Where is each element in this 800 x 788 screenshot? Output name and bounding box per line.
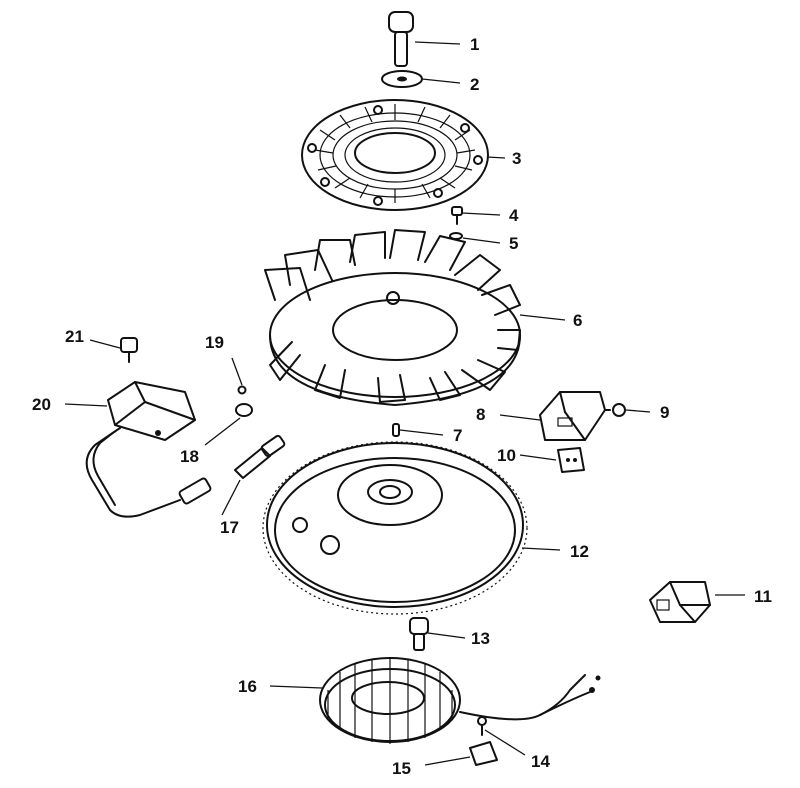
callout-17: 17 [220, 518, 239, 537]
callout-10: 10 [497, 446, 516, 465]
callout-5: 5 [509, 234, 518, 253]
part-clamp [235, 403, 253, 417]
part-fan [264, 229, 521, 406]
callout-8: 8 [476, 405, 485, 424]
callout-15: 15 [392, 759, 411, 778]
leader-lines [64, 41, 745, 766]
part-flywheel [262, 441, 528, 615]
part-clip [469, 741, 498, 766]
part-screw-module [605, 403, 626, 417]
callout-19: 19 [205, 333, 224, 352]
part-key [392, 423, 400, 437]
callout-1: 1 [470, 35, 479, 54]
part-stator-screw [477, 716, 487, 736]
callout-12: 12 [570, 542, 589, 561]
part-terminal [234, 434, 286, 479]
part-coil-bolt [120, 337, 138, 363]
part-stator [319, 657, 601, 744]
callout-13: 13 [471, 629, 490, 648]
callout-2: 2 [470, 75, 479, 94]
part-screen [301, 99, 489, 211]
part-rectifier [649, 581, 711, 623]
callout-11: 11 [754, 587, 772, 606]
part-bracket [557, 447, 585, 473]
callout-21: 21 [65, 327, 84, 346]
callout-20: 20 [32, 395, 51, 414]
callout-14: 14 [531, 752, 550, 771]
callout-7: 7 [453, 426, 462, 445]
part-ignition-coil [85, 381, 212, 518]
part-flywheel-bolt [409, 617, 429, 651]
callout-4: 4 [509, 206, 519, 225]
callout-9: 9 [660, 403, 669, 422]
part-module [539, 391, 606, 441]
part-washer [381, 70, 423, 88]
part-bolt [388, 11, 414, 67]
part-clamp-screw [237, 385, 247, 395]
callout-16: 16 [238, 677, 257, 696]
callout-6: 6 [573, 311, 582, 330]
callout-3: 3 [512, 149, 521, 168]
callout-18: 18 [180, 447, 199, 466]
part-screw-small [451, 206, 463, 225]
callout-labels: 1 2 3 4 5 6 7 8 9 10 11 12 13 14 15 16 1… [32, 35, 772, 778]
